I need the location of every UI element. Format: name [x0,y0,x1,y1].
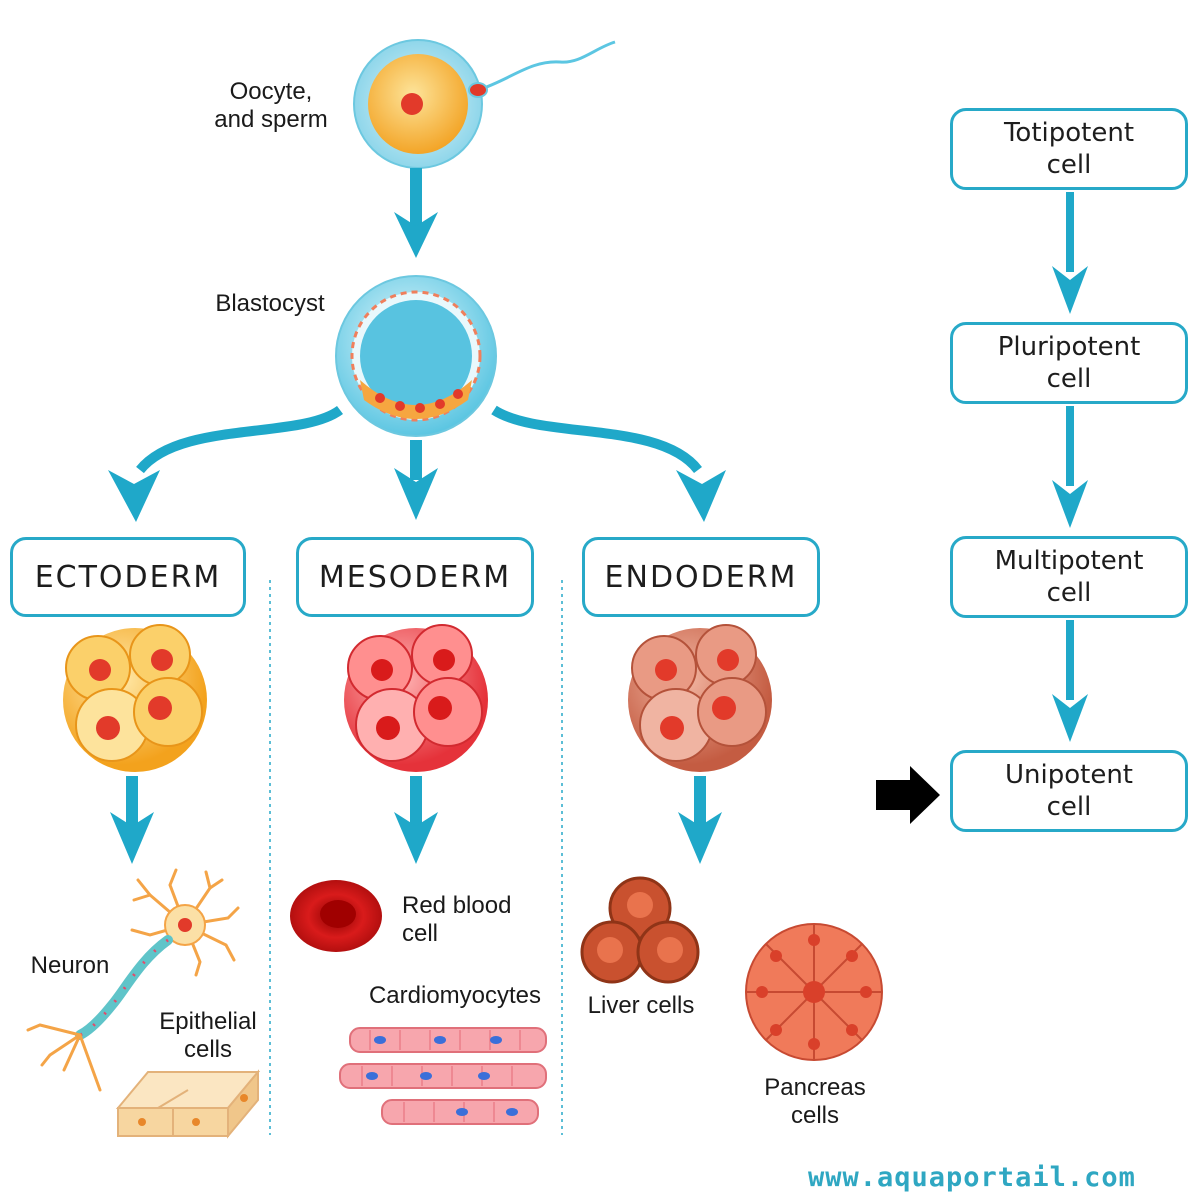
arrow-pluripotent-to-multipotent [1052,406,1088,528]
red-blood-cell-label: Red blood cell [402,892,512,947]
arrow-totipotent-to-pluripotent [1052,192,1088,314]
cardiomyocytes-illustration [339,1027,547,1125]
red-blood-cell-illustration [290,880,382,952]
arrow-to-endoderm [491,405,726,522]
arrow-to-mesoderm [394,440,438,520]
pluripotent-cell-box: Pluripotent cell [950,322,1188,404]
pancreas-cells-illustration [745,923,883,1061]
ectoderm-box: ECTODERM [10,537,246,617]
ectoderm-cell-cluster [63,624,207,772]
pointer-arrow-icon [876,766,940,824]
liver-cells-label: Liver cells [587,992,695,1019]
cardiomyocytes-label: Cardiomyocytes [368,982,542,1009]
arrow-mesoderm-down [394,776,438,864]
arrow-to-ectoderm [108,405,343,522]
oocyte-label: Oocyte, and sperm [214,78,328,133]
arrow-ectoderm-down [110,776,154,864]
epithelial-cells-illustration [115,1069,261,1139]
blastocyst-label: Blastocyst [215,290,325,317]
endoderm-cell-cluster [628,624,772,772]
watermark: www.aquaportail.com [808,1162,1136,1193]
pancreas-cells-label: Pancreas cells [764,1074,866,1129]
neuron-label: Neuron [30,952,110,979]
multipotent-cell-box: Multipotent cell [950,536,1188,618]
mesoderm-cell-cluster [344,624,488,772]
arrow-oocyte-to-blastocyst [394,168,438,258]
liver-cells-illustration [580,876,700,984]
epithelial-cells-label: Epithelial cells [159,1008,257,1063]
totipotent-cell-box: Totipotent cell [950,108,1188,190]
arrow-multipotent-to-unipotent [1052,620,1088,742]
neuron-illustration [26,868,240,1092]
arrow-endoderm-down [678,776,722,864]
blastocyst-illustration [335,275,497,437]
unipotent-cell-box: Unipotent cell [950,750,1188,832]
oocyte-illustration [353,39,616,169]
endoderm-box: ENDODERM [582,537,820,617]
mesoderm-box: MESODERM [296,537,534,617]
